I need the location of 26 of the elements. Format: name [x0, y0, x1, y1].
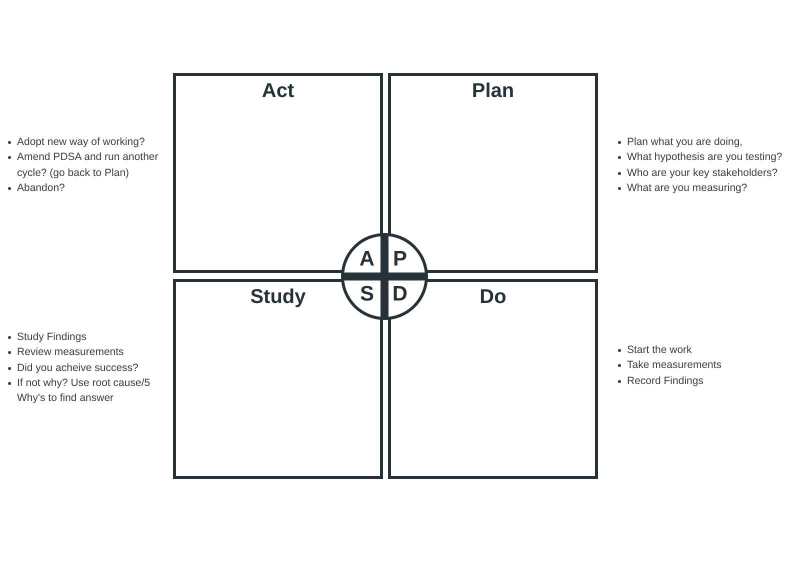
bullet-text: Study Findings	[17, 330, 88, 345]
bullet-text: Adopt new way of working?	[17, 135, 146, 150]
quadrant-letter: P	[393, 248, 407, 270]
bullet-text: What are you measuring?	[627, 180, 748, 196]
quadrant-box	[388, 279, 598, 479]
bullet-text: Record Findings	[627, 374, 704, 389]
quadrant-title: Plan	[472, 79, 514, 103]
quadrant-letter: D	[392, 284, 408, 304]
quadrant-title: Do	[480, 285, 506, 309]
bullet-text: What hypothesis are you testing?	[627, 150, 784, 166]
quadrant-letter: S	[360, 284, 374, 304]
quadrant-title: Act	[262, 79, 294, 103]
bullet-text: Start the work	[627, 343, 693, 358]
quadrant-box	[388, 73, 598, 273]
quadrant-box	[173, 279, 383, 479]
bullet-text: Take measurements	[627, 358, 723, 374]
bullet-text: Plan what you are doing,	[627, 135, 744, 150]
quadrant-box	[173, 73, 383, 273]
bullet-text: Did you acheive success?	[17, 360, 140, 376]
bullet-text: Review measurements	[17, 345, 125, 360]
bullet-text: Amend PDSA and run another cycle? (go back to Plan)	[17, 150, 160, 181]
bullet-text: If not why? Use root cause/5 Why's to find answer	[17, 376, 152, 406]
bullet-text: Who are your key stakeholders?	[627, 166, 779, 181]
quadrant-title: Study	[250, 285, 306, 309]
quadrant-letter: A	[359, 248, 375, 270]
bullet-text: Abandon?	[17, 180, 66, 196]
